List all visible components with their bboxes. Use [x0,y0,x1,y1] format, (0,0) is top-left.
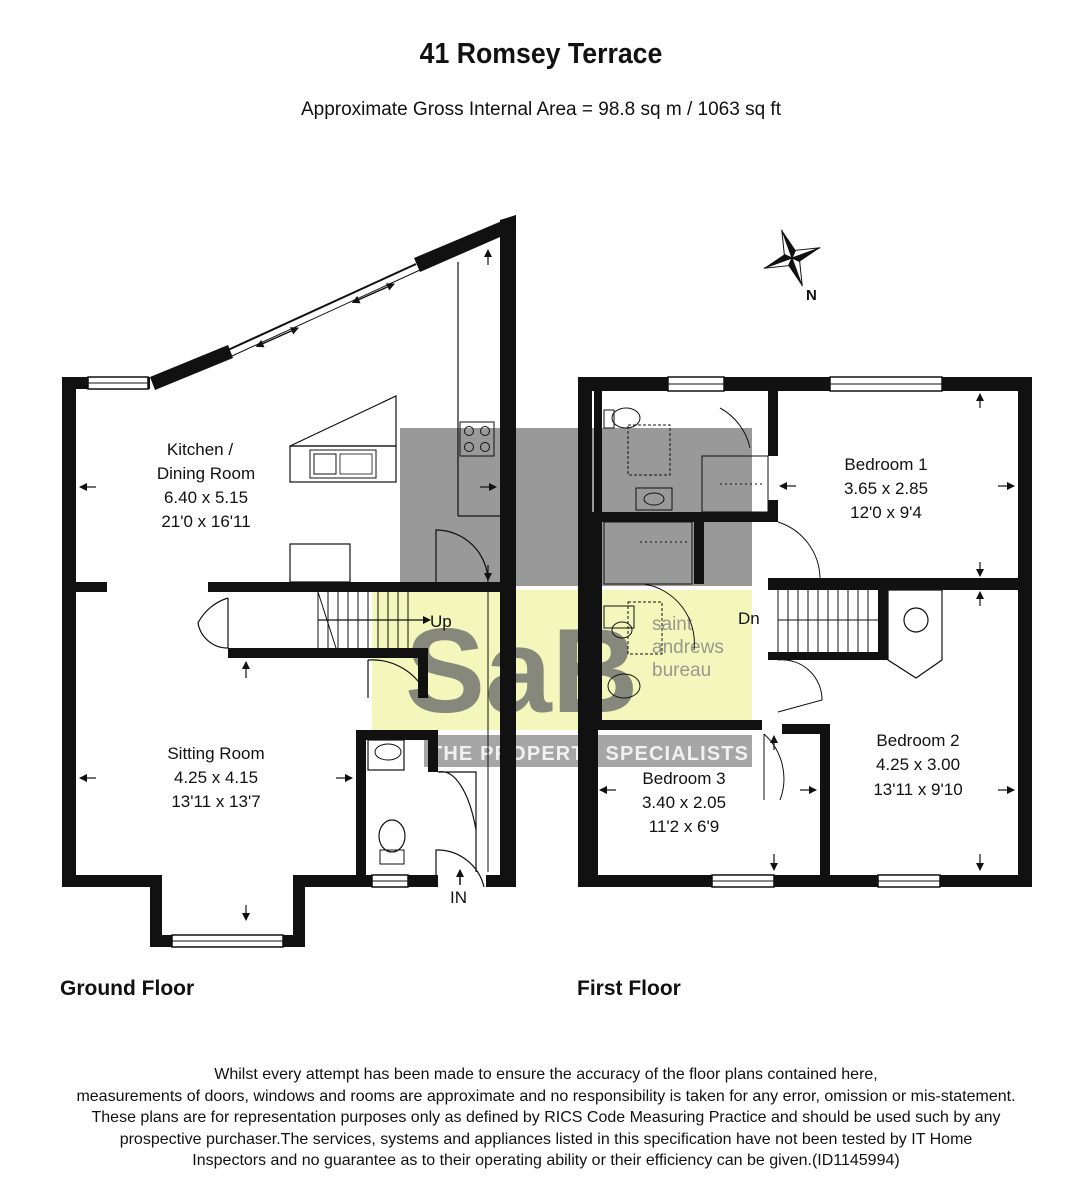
wall [293,875,368,887]
bedroom-1-name: Bedroom 1 [844,455,927,474]
wall [62,377,76,887]
wall [62,875,162,887]
wall [500,215,516,887]
entrance-label: IN [450,888,467,907]
disclaimer-line: prospective purchaser.The services, syst… [119,1130,973,1148]
wall [418,648,428,698]
wall [428,730,438,772]
first-floor-plan: Dn Bedroom 1 3.65 x 2.85 12'0 x 9'4 Bedr… [578,376,1032,888]
sitting-room-imperial-dimensions: 13'11 x 13'7 [171,792,260,811]
wall [820,724,830,875]
disclaimer-line: measurements of doors, windows and rooms… [76,1087,1016,1105]
disclaimer: Whilst every attempt has been made to en… [40,1064,1052,1172]
kitchen-name-line-2: Dining Room [157,464,255,483]
first-floor-label: First Floor [577,977,681,1000]
wall [768,652,878,660]
gross-area-subtitle: Approximate Gross Internal Area = 98.8 s… [300,99,781,120]
wall [150,345,233,390]
watermark-grey-block [400,428,752,586]
wall [878,590,888,660]
sitting-room-metric-dimensions: 4.25 x 4.15 [174,768,258,787]
bedroom-3-metric-dimensions: 3.40 x 2.05 [642,793,726,812]
watermark: SaB saint andrews bureau THE PROPERTY SP… [372,428,752,767]
wall [293,875,305,947]
compass-rose-icon [763,229,821,287]
wall [594,391,602,512]
ground-floor-plan: IN Up Kitchen / Dining Room 6.40 x 5.15 … [62,215,516,948]
disclaimer-line: Inspectors and no guarantee as to their … [192,1152,900,1169]
watermark-brand-line-2: andrews [652,637,724,658]
wall [228,648,428,658]
wall [356,730,436,740]
wall [578,377,1032,391]
bedroom-1-imperial-dimensions: 12'0 x 9'4 [850,503,922,522]
wall [578,875,1032,887]
watermark-brand-line-3: bureau [652,660,711,681]
wall [768,578,1032,590]
wall [592,520,602,720]
wall [150,935,172,947]
bedroom-3-imperial-dimensions: 11'2 x 6'9 [649,817,719,836]
wall [782,724,830,734]
disclaimer-line: Whilst every attempt has been made to en… [214,1066,878,1083]
wall [356,730,366,887]
stairs-up-label: Up [430,612,452,631]
stairs-down-label: Dn [738,609,760,628]
wall [1018,377,1032,887]
kitchen-imperial-dimensions: 21'0 x 16'11 [161,512,250,531]
bedroom-2-imperial-dimensions: 13'11 x 9'10 [873,780,962,799]
bedroom-2-metric-dimensions: 4.25 x 3.00 [876,755,960,774]
wall [768,391,778,456]
kitchen-name-line-1: Kitchen / [167,440,233,459]
watermark-brand-line-1: saint [652,614,693,635]
ground-floor-label: Ground Floor [60,977,195,1000]
wall [592,720,762,730]
wall [408,875,438,887]
page-title: 41 Romsey Terrace [419,38,663,70]
kitchen-metric-dimensions: 6.40 x 5.15 [164,488,248,507]
wall [592,724,598,875]
wall [768,500,778,522]
bedroom-1-metric-dimensions: 3.65 x 2.85 [844,479,928,498]
wall [578,377,592,887]
wall [208,582,500,592]
disclaimer-line: These plans are for representation purpo… [91,1109,1001,1126]
sitting-room-name: Sitting Room [167,744,264,763]
wall [414,215,516,272]
wall [592,512,778,522]
bedroom-2-name: Bedroom 2 [876,731,959,750]
watermark-yellow-block [372,590,752,730]
wall [694,522,704,584]
wall [150,875,162,947]
wall [62,582,107,592]
compass-north-label: N [806,287,817,304]
bedroom-3-name: Bedroom 3 [642,769,725,788]
